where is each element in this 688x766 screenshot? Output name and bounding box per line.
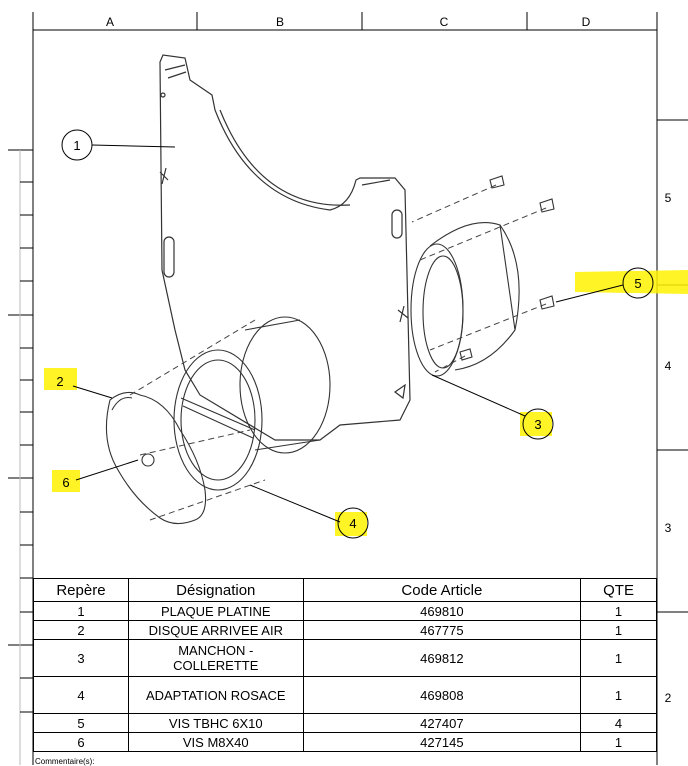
callout-2: 2 (56, 374, 63, 389)
bom-header-qty: QTE (580, 578, 657, 602)
bom-qty: 1 (580, 732, 657, 752)
bom-designation-line1: MANCHON - (178, 643, 254, 658)
part-adaptation-rosace (173, 316, 331, 491)
bom-code: 467775 (302, 620, 582, 640)
bom-qty: 1 (580, 620, 657, 640)
part-manchon-collerette (410, 222, 520, 377)
callout-3: 3 (522, 408, 554, 440)
row-label-2: 2 (665, 691, 672, 705)
column-label-d: D (582, 15, 591, 29)
callout-6-label: 6 (62, 475, 69, 490)
part-plaque-platine (159, 54, 411, 441)
bom-code: 427145 (302, 732, 582, 752)
bom-ref: 5 (33, 713, 129, 733)
bill-of-materials: Repère Désignation Code Article QTE 1 PL… (33, 578, 657, 752)
table-row: 6 VIS M8X40 427145 1 (33, 732, 657, 752)
bom-ref: 1 (33, 601, 129, 621)
bom-header-code: Code Article (302, 578, 582, 602)
highlight-marks (44, 270, 688, 536)
table-row: 4 ADAPTATION ROSACE 469808 1 (33, 676, 657, 714)
bom-designation: MANCHON - COLLERETTE (127, 639, 304, 677)
bom-ref: 2 (33, 620, 129, 640)
bom-ref: 4 (33, 676, 129, 714)
bom-designation: ADAPTATION ROSACE (127, 676, 304, 714)
table-row: 1 PLAQUE PLATINE 469810 1 (33, 601, 657, 621)
part-disque-arrivee-air (105, 391, 207, 525)
bom-ref: 3 (33, 639, 129, 677)
column-label-a: A (106, 15, 114, 29)
callout-1-label: 1 (73, 138, 80, 153)
callout-4-label: 4 (349, 516, 356, 531)
bom-designation: DISQUE ARRIVEE AIR (127, 620, 304, 640)
bom-header-ref: Repère (33, 578, 129, 602)
table-row: 2 DISQUE ARRIVEE AIR 467775 1 (33, 620, 657, 640)
row-label-5: 5 (665, 191, 672, 205)
bom-designation: PLAQUE PLATINE (127, 601, 304, 621)
bom-ref: 6 (33, 732, 129, 752)
callout-4: 4 (337, 507, 369, 539)
column-label-b: B (276, 15, 284, 29)
assembly-axis-lines (129, 184, 547, 521)
table-row: 3 MANCHON - COLLERETTE 469812 1 (33, 639, 657, 677)
bom-designation-line2: COLLERETTE (173, 658, 259, 673)
callout-3-label: 3 (534, 417, 541, 432)
callout-5: 5 (622, 267, 654, 299)
callout-5-label: 5 (634, 276, 641, 291)
leader-lines (72, 144, 624, 523)
comment-label: Commentaire(s): (35, 757, 95, 766)
bom-code: 469808 (302, 676, 582, 714)
callout-1: 1 (61, 129, 93, 161)
part-vis-tbhc (459, 175, 555, 361)
bom-code: 469812 (302, 639, 582, 677)
bom-code: 427407 (302, 713, 582, 733)
bom-header-designation: Désignation (127, 578, 304, 602)
row-label-4: 4 (665, 359, 672, 373)
bom-designation: VIS M8X40 (127, 732, 304, 752)
bom-qty: 4 (580, 713, 657, 733)
row-label-3: 3 (665, 521, 672, 535)
callout-6: 6 (62, 475, 69, 490)
bom-designation: VIS TBHC 6X10 (127, 713, 304, 733)
callout-2-label: 2 (56, 374, 63, 389)
bom-header-row: Repère Désignation Code Article QTE (33, 578, 657, 602)
column-label-c: C (440, 15, 449, 29)
table-row: 5 VIS TBHC 6X10 427407 4 (33, 713, 657, 733)
bom-code: 469810 (302, 601, 582, 621)
drawing-frame (8, 12, 688, 765)
bom-qty: 1 (580, 639, 657, 677)
bom-qty: 1 (580, 676, 657, 714)
bom-qty: 1 (580, 601, 657, 621)
